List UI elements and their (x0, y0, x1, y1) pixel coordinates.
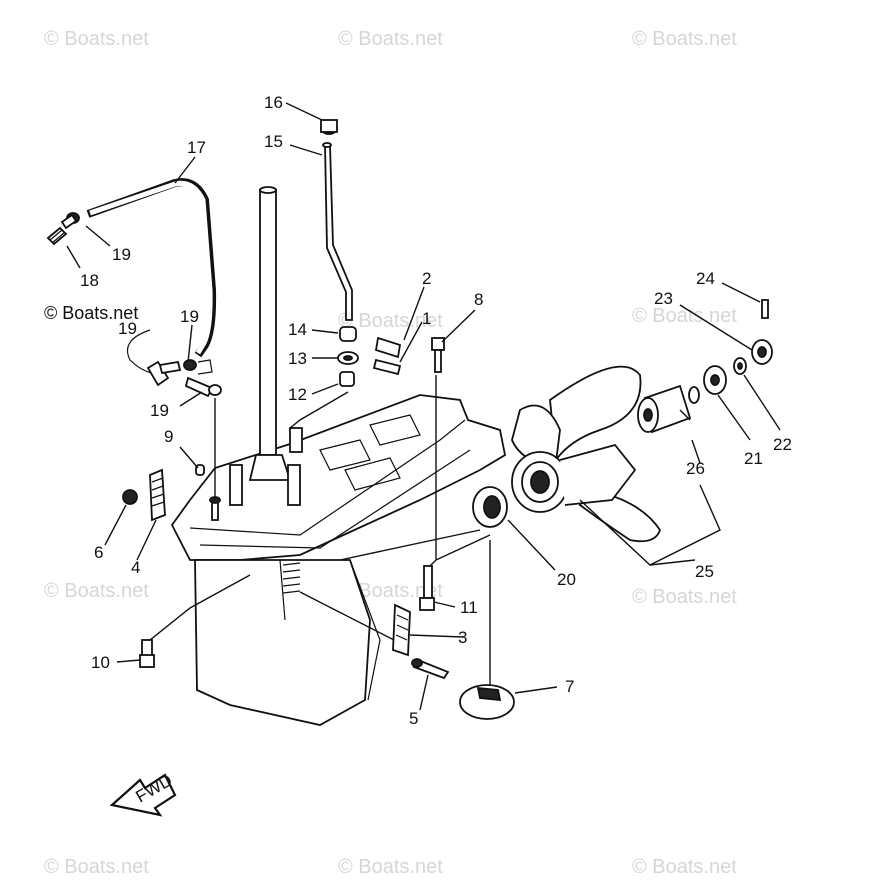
callout-7: 7 (565, 677, 574, 696)
spacer-26 (637, 384, 700, 434)
shims (372, 336, 402, 376)
fitting-18 (46, 212, 80, 246)
watermark: © Boats.net (632, 28, 737, 50)
prop-hardware (703, 299, 773, 395)
callout-22: 22 (773, 435, 792, 454)
callout-15: 15 (264, 132, 283, 151)
callout-16: 16 (264, 93, 283, 112)
bolt-8 (431, 337, 445, 373)
callout-20: 20 (557, 570, 576, 589)
callout-24: 24 (696, 269, 715, 288)
seal-parts (337, 326, 359, 387)
callout-19: 19 (118, 319, 137, 338)
callout-5: 5 (409, 709, 418, 728)
watermark: © Boats.net (632, 586, 737, 608)
watermark: © Boats.net (632, 305, 737, 327)
callout-11: 11 (460, 598, 478, 617)
callout-21: 21 (744, 449, 763, 468)
inline-watermark: © Boats.net (44, 303, 139, 323)
watermark: © Boats.net (338, 856, 443, 878)
leader-lines (66, 102, 781, 711)
callout-6: 6 (94, 543, 103, 562)
water-tube (320, 119, 353, 321)
callout-19: 19 (150, 401, 169, 420)
callout-9: 9 (164, 427, 173, 446)
propeller (511, 365, 661, 543)
callout-12: 12 (288, 385, 307, 404)
callout-19: 19 (180, 307, 199, 326)
callout-labels: 1 2 3 4 5 6 7 8 9 10 11 12 13 14 15 16 1… (80, 93, 792, 728)
anode-4 (122, 468, 166, 522)
watermark: © Boats.net (632, 856, 737, 878)
callout-3: 3 (458, 628, 467, 647)
callout-23: 23 (654, 289, 673, 308)
callout-10: 10 (91, 653, 110, 672)
callout-19: 19 (112, 245, 131, 264)
callout-26: 26 (686, 459, 705, 478)
callout-13: 13 (288, 349, 307, 368)
callout-8: 8 (474, 290, 483, 309)
callout-14: 14 (288, 320, 307, 339)
anode-3 (392, 603, 450, 680)
callout-4: 4 (131, 558, 140, 577)
watermark: © Boats.net (338, 28, 443, 50)
callout-2: 2 (422, 269, 431, 288)
lower-casing (170, 394, 507, 726)
hose (86, 178, 217, 376)
watermark: © Boats.net (44, 856, 149, 878)
callout-17: 17 (187, 138, 206, 157)
fwd-arrow-icon: FWD (109, 771, 177, 817)
watermark: © Boats.net (338, 310, 443, 332)
small-fasteners (139, 464, 221, 668)
trim-tab (459, 684, 515, 720)
bolt-11 (419, 565, 435, 611)
watermark: © Boats.net (44, 28, 149, 50)
drive-shaft (229, 186, 303, 506)
callout-18: 18 (80, 271, 99, 290)
clamps-19 (146, 359, 222, 398)
callout-1: 1 (422, 309, 431, 328)
thrust-washer (472, 486, 508, 528)
callout-25: 25 (695, 562, 714, 581)
watermark: © Boats.net (44, 580, 149, 602)
